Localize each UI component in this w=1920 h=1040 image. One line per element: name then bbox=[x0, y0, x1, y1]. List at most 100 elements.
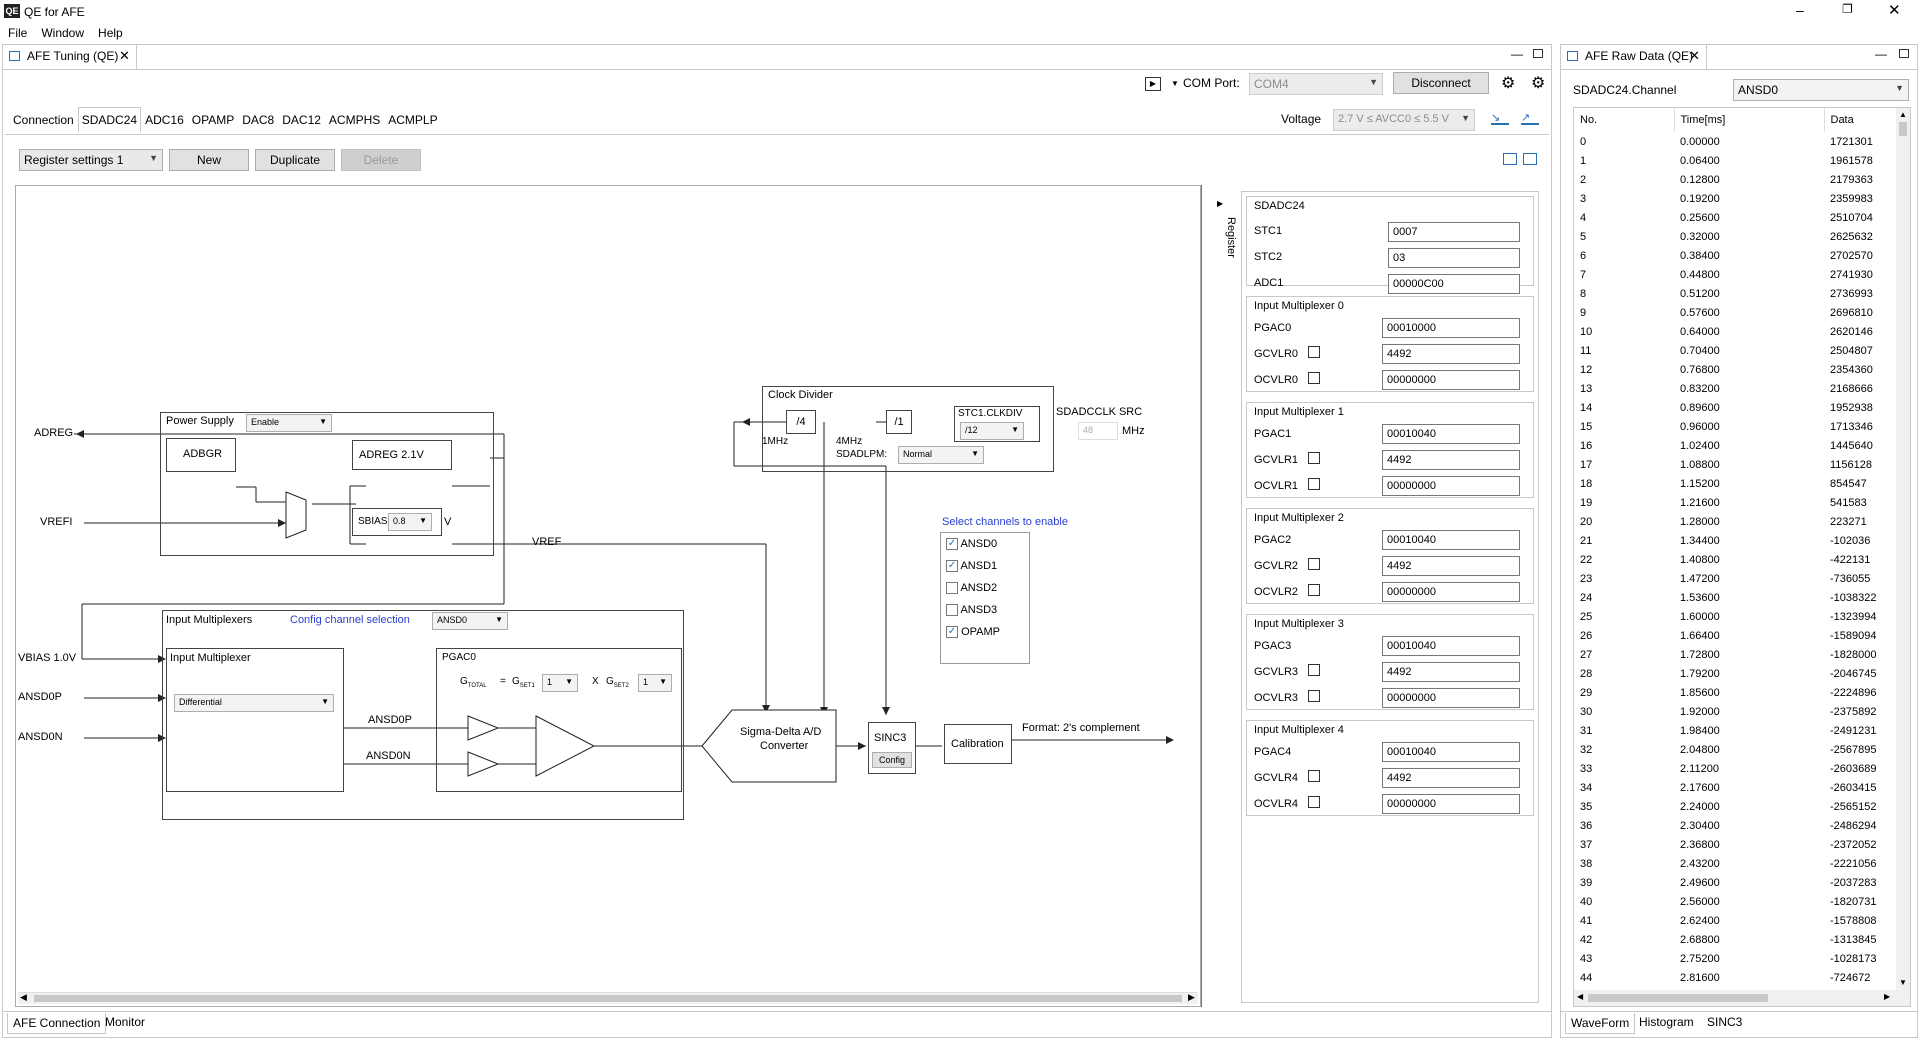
chevron-down-icon[interactable]: ▼ bbox=[1171, 79, 1179, 88]
scroll-left-icon[interactable]: ◀ bbox=[20, 992, 27, 1002]
tab-histogram[interactable]: Histogram bbox=[1639, 1015, 1694, 1029]
disconnect-button[interactable]: Disconnect bbox=[1393, 72, 1489, 94]
channel-option[interactable]: ✓ ANSD0 bbox=[946, 538, 1000, 560]
gcv-checkbox[interactable] bbox=[1308, 664, 1320, 676]
mux-mode-select[interactable]: Differential▼ bbox=[174, 694, 334, 712]
sdadclk-input[interactable]: 48 bbox=[1078, 422, 1118, 440]
close-tab-icon[interactable]: ✕ bbox=[119, 48, 130, 63]
voltage-select[interactable]: 2.7 V ≤ AVCC0 ≤ 5.5 V▼ bbox=[1333, 109, 1475, 131]
register-value-field[interactable]: 03 bbox=[1388, 248, 1520, 268]
ocv-checkbox[interactable] bbox=[1308, 478, 1320, 490]
table-horizontal-scrollbar[interactable]: ◀ ▶ bbox=[1574, 990, 1896, 1006]
close-icon[interactable]: ✕ bbox=[1888, 2, 1901, 19]
menu-window[interactable]: Window bbox=[41, 26, 85, 40]
scroll-up-icon[interactable]: ▲ bbox=[1899, 110, 1907, 119]
close-tab-icon[interactable]: ✕ bbox=[1689, 48, 1700, 63]
column-header-no[interactable]: No. bbox=[1574, 108, 1675, 132]
pga-value-field[interactable]: 00010040 bbox=[1382, 742, 1520, 762]
tab-monitor[interactable]: Monitor bbox=[105, 1015, 146, 1029]
config-channel-select[interactable]: ANSD0▼ bbox=[432, 612, 508, 630]
raw-data-tab[interactable]: AFE Raw Data (QE) ✕ bbox=[1561, 45, 1707, 69]
gcv-checkbox[interactable] bbox=[1308, 770, 1320, 782]
gcv-value-field[interactable]: 4492 bbox=[1382, 768, 1520, 788]
gcv-value-field[interactable]: 4492 bbox=[1382, 344, 1520, 364]
channel-option[interactable]: ✓ ANSD1 bbox=[946, 560, 1000, 582]
table-load-icon[interactable] bbox=[1503, 153, 1517, 165]
tab-afe-connection[interactable]: AFE Connection bbox=[7, 1013, 107, 1034]
channel-option[interactable]: ✓ OPAMP bbox=[946, 626, 1000, 648]
table-save-icon[interactable] bbox=[1523, 153, 1537, 165]
column-header-data[interactable]: Data bbox=[1830, 114, 1854, 126]
restore-icon[interactable]: ❐ bbox=[1842, 2, 1853, 16]
ocv-checkbox[interactable] bbox=[1308, 584, 1320, 596]
register-value-field[interactable]: 00000C00 bbox=[1388, 274, 1520, 294]
gset1-select[interactable]: 1▼ bbox=[542, 674, 578, 692]
new-button[interactable]: New bbox=[169, 149, 249, 171]
gcv-checkbox[interactable] bbox=[1308, 452, 1320, 464]
horizontal-scrollbar[interactable]: ◀ ▶ bbox=[18, 992, 1198, 1004]
channel-option[interactable]: ANSD2 bbox=[946, 582, 1000, 604]
power-supply-select[interactable]: Enable▼ bbox=[246, 414, 332, 432]
scroll-thumb[interactable] bbox=[1899, 122, 1907, 136]
maximize-view-icon[interactable] bbox=[1533, 49, 1543, 58]
tab-waveform[interactable]: WaveForm bbox=[1565, 1013, 1636, 1034]
settings-gear-icon[interactable]: ⚙ bbox=[1531, 75, 1546, 92]
scroll-thumb[interactable] bbox=[34, 995, 1182, 1002]
scroll-right-icon[interactable]: ▶ bbox=[1884, 992, 1891, 1001]
ocv-checkbox[interactable] bbox=[1308, 372, 1320, 384]
register-value-field[interactable]: 0007 bbox=[1388, 222, 1520, 242]
scroll-left-icon[interactable]: ◀ bbox=[1577, 992, 1584, 1001]
gcv-checkbox[interactable] bbox=[1308, 346, 1320, 358]
clkdiv-select[interactable]: /12▼ bbox=[960, 422, 1024, 440]
gear-icon[interactable]: ⚙ bbox=[1501, 75, 1516, 92]
com-port-select[interactable]: COM4▼ bbox=[1249, 73, 1383, 95]
channel-checkbox[interactable]: ✓ bbox=[946, 560, 958, 573]
tab-dac8[interactable]: DAC8 bbox=[242, 113, 275, 127]
register-settings-select[interactable]: Register settings 1▼ bbox=[19, 149, 163, 171]
gcv-value-field[interactable]: 4492 bbox=[1382, 556, 1520, 576]
maximize-view-icon[interactable] bbox=[1899, 49, 1909, 58]
tab-sdadc24[interactable]: SDADC24 bbox=[77, 107, 142, 133]
channel-option[interactable]: ANSD3 bbox=[946, 604, 1000, 626]
pga-value-field[interactable]: 00010040 bbox=[1382, 530, 1520, 550]
scroll-down-icon[interactable]: ▼ bbox=[1899, 978, 1907, 987]
ocv-value-field[interactable]: 00000000 bbox=[1382, 370, 1520, 390]
tab-connection[interactable]: Connection bbox=[13, 113, 74, 127]
run-icon[interactable]: ▶ bbox=[1145, 77, 1161, 91]
minimize-icon[interactable]: – bbox=[1796, 2, 1804, 18]
sinc3-config-button[interactable]: Config bbox=[872, 752, 912, 768]
tab-opamp[interactable]: OPAMP bbox=[191, 113, 235, 127]
